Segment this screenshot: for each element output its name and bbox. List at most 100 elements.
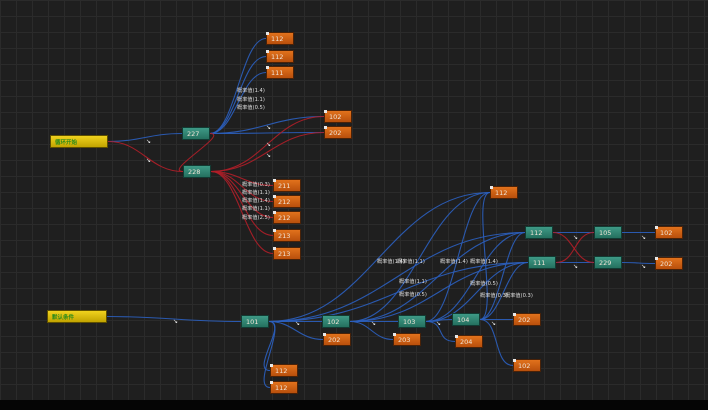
reroute-marker-icon[interactable]: ↘ (436, 320, 442, 327)
reroute-marker-icon[interactable]: ↘ (266, 152, 272, 159)
reroute-marker-icon[interactable]: ↘ (491, 320, 497, 327)
reroute-marker-icon[interactable]: ↘ (146, 157, 152, 164)
blue-wire-13 (263, 320, 276, 389)
blue-wire-28 (479, 318, 514, 367)
node-label: 227 (187, 129, 200, 138)
edge-weight-label: 概率值(0.5) (237, 105, 265, 111)
node-label: 105 (599, 228, 612, 237)
pin-icon (655, 226, 658, 229)
pin-icon (270, 381, 273, 384)
node-label: 112 (275, 383, 288, 392)
event-node-start1[interactable]: 循环开始 (50, 135, 108, 148)
blue-wire-6 (106, 315, 242, 323)
pin-icon (266, 50, 269, 53)
graph-node-t105[interactable]: 105 (594, 226, 622, 239)
node-label: 228 (188, 167, 201, 176)
reroute-marker-icon[interactable]: ↘ (641, 234, 647, 241)
graph-node-o212b[interactable]: 212 (273, 211, 301, 224)
blue-wire-11 (268, 320, 324, 341)
pin-icon (513, 313, 516, 316)
graph-node-o111a[interactable]: 111 (266, 66, 294, 79)
node-label: 默认条件 (52, 314, 75, 321)
graph-node-t102[interactable]: 102 (322, 315, 350, 328)
pin-icon (270, 364, 273, 367)
pin-icon (324, 126, 327, 129)
graph-node-o102b[interactable]: 102 (655, 226, 683, 239)
blue-wire-26 (479, 261, 529, 321)
reroute-marker-icon[interactable]: ↘ (573, 263, 579, 270)
blue-wire-1 (209, 55, 267, 135)
node-label: 104 (457, 315, 470, 324)
blue-wire-16 (349, 261, 529, 323)
edge-weight-label: 概率值(1.4) (242, 198, 270, 204)
reroute-marker-icon[interactable]: ↘ (146, 138, 152, 145)
pin-icon (323, 333, 326, 336)
graph-node-t103[interactable]: 103 (398, 315, 426, 328)
edge-weight-label: 概率值(1.1) (242, 190, 270, 196)
node-label: 204 (460, 337, 473, 346)
graph-node-o102c[interactable]: 102 (513, 359, 541, 372)
graph-node-o102a[interactable]: 102 (324, 110, 352, 123)
node-label: 202 (328, 335, 341, 344)
reroute-marker-icon[interactable]: ↘ (295, 320, 301, 327)
pin-icon (655, 257, 658, 260)
graph-node-t229[interactable]: 229 (594, 256, 622, 269)
graph-node-t111r[interactable]: 111 (528, 256, 556, 269)
graph-node-o202d[interactable]: 202 (513, 313, 541, 326)
graph-node-o112a[interactable]: 112 (266, 32, 294, 45)
graph-node-o212a[interactable]: 212 (273, 195, 301, 208)
graph-node-t104[interactable]: 104 (452, 313, 480, 326)
graph-node-o213a[interactable]: 213 (273, 229, 301, 242)
node-label: 211 (278, 181, 291, 190)
blue-wire-8 (268, 231, 526, 323)
blue-wire-24 (479, 191, 491, 321)
node-label: 102 (329, 112, 342, 121)
node-label: 103 (403, 317, 416, 326)
event-node-start2[interactable]: 默认条件 (47, 310, 107, 323)
node-label: 102 (518, 361, 531, 370)
pin-icon (273, 179, 276, 182)
edge-weight-label: 概率值(0.3) (242, 182, 270, 188)
graph-node-t228[interactable]: 228 (183, 165, 211, 178)
graph-node-o203[interactable]: 203 (393, 333, 421, 346)
node-label: 112 (271, 52, 284, 61)
edge-weight-label: 概率值(1.4) (237, 88, 265, 94)
graph-node-t227[interactable]: 227 (182, 127, 210, 140)
reroute-marker-icon[interactable]: ↘ (266, 141, 272, 148)
blue-wire-4 (209, 131, 325, 135)
graph-node-o202c[interactable]: 202 (323, 333, 351, 346)
graph-node-o211[interactable]: 211 (273, 179, 301, 192)
graph-node-o202a[interactable]: 202 (324, 126, 352, 139)
node-label: 202 (660, 259, 673, 268)
reroute-marker-icon[interactable]: ↘ (573, 234, 579, 241)
red-wire-8 (210, 115, 325, 173)
graph-node-t101[interactable]: 101 (241, 315, 269, 328)
reroute-marker-icon[interactable]: ↘ (173, 318, 179, 325)
reroute-marker-icon[interactable]: ↘ (641, 263, 647, 270)
node-label: 212 (278, 213, 291, 222)
edge-weight-label: 概率值(0.3) (480, 293, 508, 299)
pin-icon (273, 211, 276, 214)
reroute-marker-icon[interactable]: ↘ (371, 320, 377, 327)
graph-node-o112c[interactable]: 112 (490, 186, 518, 199)
pin-icon (513, 359, 516, 362)
graph-node-o112b[interactable]: 112 (266, 50, 294, 63)
node-label: 202 (329, 128, 342, 137)
graph-node-o112e[interactable]: 112 (270, 381, 298, 394)
graph-node-o202b[interactable]: 202 (655, 257, 683, 270)
node-label: 203 (398, 335, 411, 344)
pin-icon (273, 195, 276, 198)
node-label: 213 (278, 231, 291, 240)
graph-node-o204[interactable]: 204 (455, 335, 483, 348)
blue-wire-32 (621, 261, 656, 265)
reroute-marker-icon[interactable]: ↘ (266, 124, 272, 131)
node-label: 102 (660, 228, 673, 237)
graph-node-o213b[interactable]: 213 (273, 247, 301, 260)
bottom-bar (0, 400, 708, 410)
blue-wire-7 (268, 191, 491, 323)
graph-node-o112d[interactable]: 112 (270, 364, 298, 377)
blue-wire-25 (479, 231, 526, 321)
graph-node-t112r[interactable]: 112 (525, 226, 553, 239)
blue-wire-14 (349, 191, 491, 323)
